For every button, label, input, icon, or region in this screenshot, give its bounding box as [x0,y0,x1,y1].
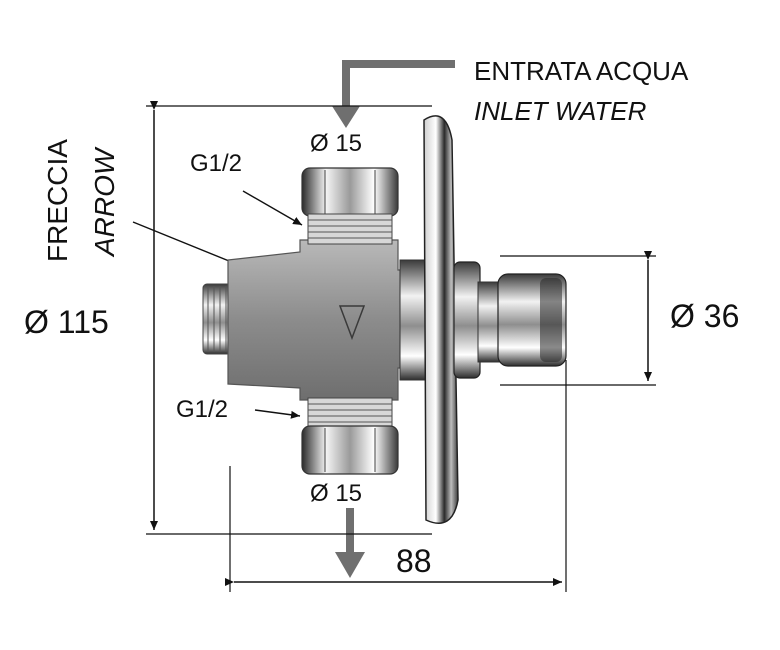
arrow-label-en: ARROW [89,148,120,256]
depth-dimension [225,360,567,592]
height-dimension [146,101,432,535]
bottom-thread-label: G1/2 [176,396,229,423]
depth-label: 88 [396,543,432,579]
bottom-pipe-diameter: Ø 15 [310,480,363,507]
button-diameter-label: Ø 36 [670,298,740,334]
outlet-flow-arrow [335,508,365,578]
arrow-label-it: FRECCIA [42,139,73,262]
button-dimension [500,251,656,386]
valve-illustration [202,115,567,524]
inlet-flow-arrow [332,60,455,128]
height-diameter-label: Ø 115 [24,304,109,340]
top-pipe-diameter: Ø 15 [310,130,363,157]
inlet-label-it: ENTRATA ACQUA [474,56,689,86]
top-thread-label: G1/2 [190,150,243,177]
inlet-label-en: INLET WATER [474,96,647,126]
arrow-mark [338,305,366,341]
